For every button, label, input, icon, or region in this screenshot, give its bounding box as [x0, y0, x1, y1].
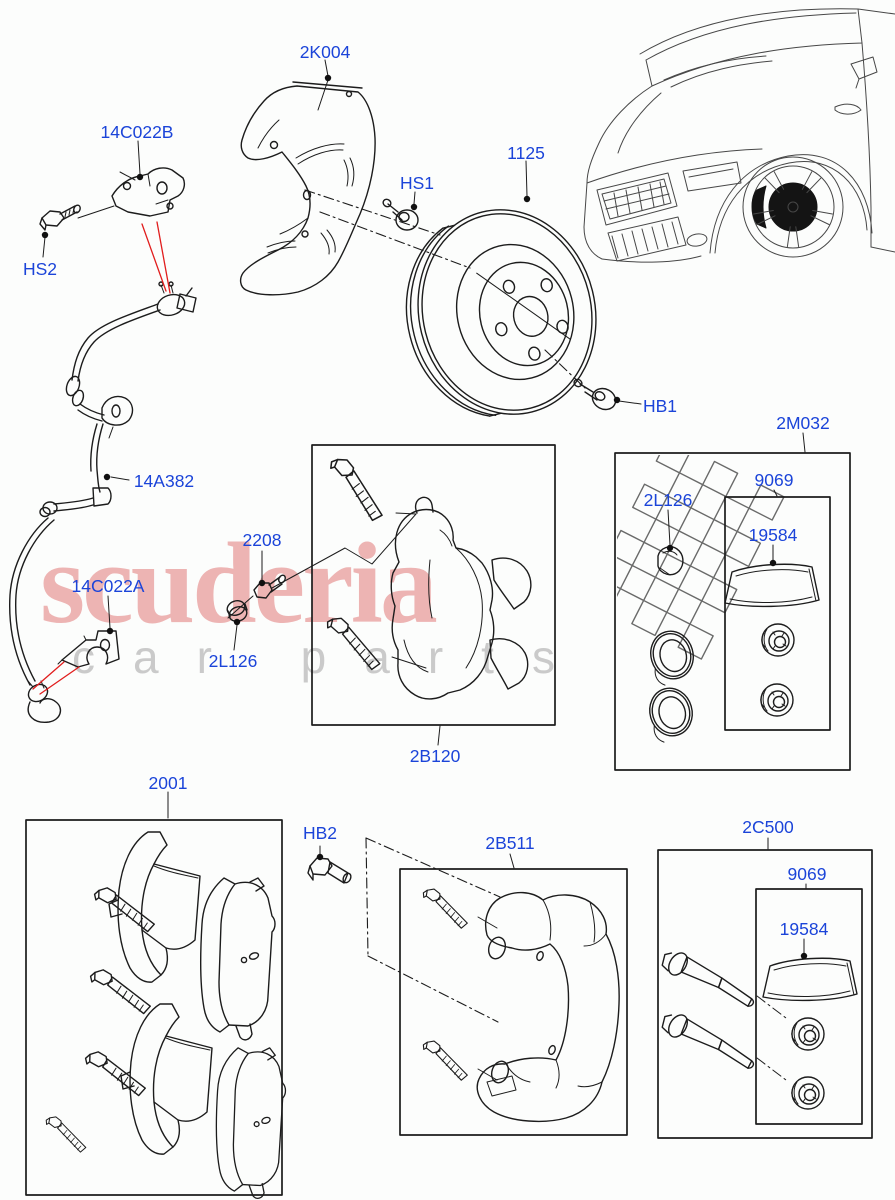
abs-sensor-harness-drawing — [8, 281, 197, 723]
brake-pad-4 — [215, 1047, 287, 1200]
brake-pads-box — [25, 819, 287, 1200]
caliper-carrier-box — [399, 868, 628, 1136]
hs1-screw-drawing — [382, 198, 419, 231]
callout-14A382[interactable]: 14A382 — [133, 471, 195, 491]
callout-HB1[interactable]: HB1 — [642, 396, 678, 416]
red-leader-lines — [32, 221, 171, 695]
caliper-box — [311, 444, 556, 726]
callout-2L126-kit[interactable]: 2L126 — [643, 490, 693, 510]
callout-2B511[interactable]: 2B511 — [485, 833, 535, 853]
callout-HS1[interactable]: HS1 — [399, 173, 435, 193]
callout-2K004[interactable]: 2K004 — [299, 42, 351, 62]
callout-19584-rear[interactable]: 19584 — [779, 919, 829, 939]
callout-14C022B[interactable]: 14C022B — [100, 122, 174, 142]
callout-2M032[interactable]: 2M032 — [776, 413, 830, 433]
callout-9069-rear[interactable]: 9069 — [787, 864, 827, 884]
guide-pin-boot-rear-2 — [791, 1076, 825, 1110]
callout-leader-lines — [41, 59, 808, 960]
hs2-screw-drawing — [39, 204, 115, 231]
carrier-drawing — [476, 891, 620, 1123]
hb2-bolt-drawing — [307, 837, 501, 1023]
grease-sachet-front — [724, 563, 820, 608]
piston-seal-1 — [644, 625, 701, 688]
guide-pin-kit-box — [656, 849, 873, 1139]
guide-pin-1 — [656, 946, 763, 1008]
callout-2B120[interactable]: 2B120 — [409, 746, 461, 766]
guide-pin-2 — [656, 1008, 763, 1070]
callout-HS2[interactable]: HS2 — [22, 259, 58, 279]
brake-pad-3 — [120, 1003, 213, 1155]
callout-1125[interactable]: 1125 — [507, 143, 545, 163]
caliper-repair-kit-box — [614, 452, 851, 771]
guide-pin-boot-front-1 — [761, 623, 795, 657]
brake-pad-2 — [199, 877, 276, 1041]
guide-pin-boot-front-2 — [760, 683, 794, 717]
vehicle-illustration — [583, 8, 895, 263]
callout-2C500[interactable]: 2C500 — [742, 817, 794, 837]
sensor-bracket-upper-drawing — [111, 167, 186, 217]
kit-cap-2l126-drawing — [657, 546, 684, 576]
callout-2L126-left[interactable]: 2L126 — [208, 651, 258, 671]
callout-HB2[interactable]: HB2 — [302, 823, 338, 843]
piston-seal-2 — [643, 682, 700, 745]
checkered-flag-watermark — [617, 455, 785, 660]
hb1-bolt-drawing — [573, 378, 617, 411]
grease-sachet-rear — [762, 957, 858, 1002]
callout-2208[interactable]: 2208 — [242, 530, 282, 550]
callout-14C022A[interactable]: 14C022A — [71, 576, 145, 596]
highlighted-brake-assembly — [768, 182, 818, 232]
guide-pin-boot-rear-1 — [791, 1017, 825, 1051]
callout-2001[interactable]: 2001 — [148, 773, 188, 793]
splash-shield-drawing — [239, 81, 376, 296]
watermark-tagline: car parts — [72, 631, 593, 683]
callout-19584-front[interactable]: 19584 — [748, 525, 798, 545]
brake-disc-drawing — [405, 209, 597, 417]
watermark-brand: scuderia — [40, 520, 438, 648]
callout-9069-front[interactable]: 9069 — [754, 470, 794, 490]
sensor-bracket-lower-drawing — [57, 630, 120, 668]
nut-2l126-drawing — [226, 600, 248, 622]
caliper-drawing — [390, 496, 532, 700]
